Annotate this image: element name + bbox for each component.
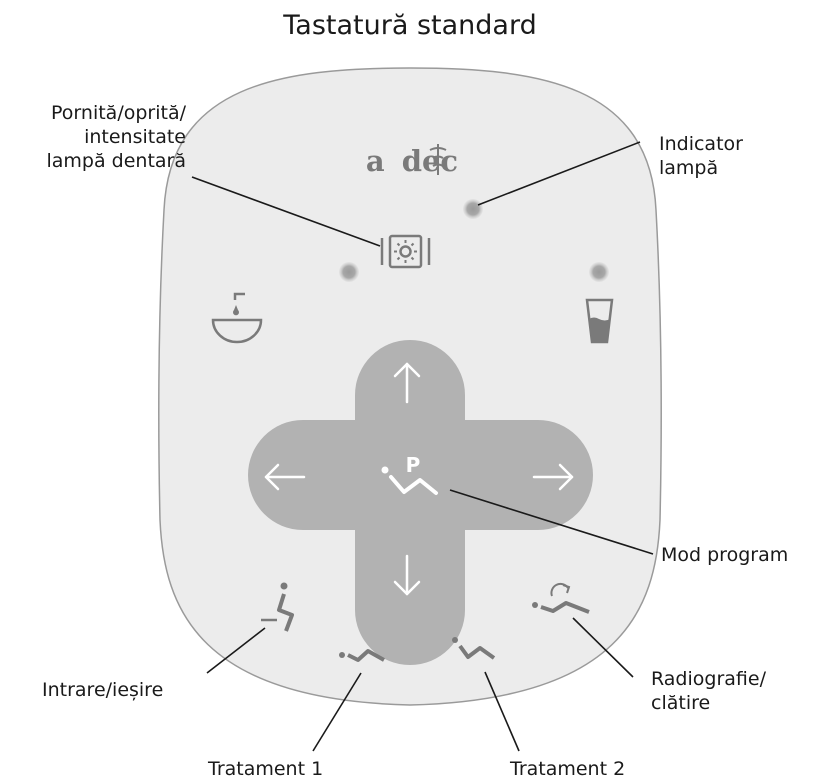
leader-lamp-power [191, 176, 381, 247]
xray-rinse-icon[interactable] [532, 582, 590, 614]
program-letter: P [406, 453, 421, 477]
right-indicator-led [589, 262, 609, 282]
program-mode-icon[interactable]: P [381, 453, 438, 495]
leader-entry-exit [206, 627, 266, 674]
caduceus-icon [429, 144, 447, 175]
leader-lamp-indicator [477, 141, 641, 206]
label-xray-rinse-line2: clătire [651, 692, 711, 714]
chair-control-cross [248, 340, 593, 665]
label-treatment1: Tratament 1 [208, 757, 323, 781]
label-entry-exit: Intrare/ieșire [42, 678, 163, 702]
leader-program-mode [449, 489, 654, 555]
label-lamp-power: Pornită/oprită/ intensitate lampă dentar… [0, 101, 186, 173]
cuspidor-icon[interactable] [211, 292, 263, 344]
label-program-mode-line1: Mod program [661, 544, 789, 566]
chair-down-arrow[interactable] [393, 554, 421, 596]
label-lamp-power-line1: Pornită/oprită/ [51, 102, 186, 124]
treatment2-icon[interactable] [452, 637, 496, 660]
label-program-mode: Mod program [661, 543, 788, 567]
left-indicator-led [339, 262, 359, 282]
label-lamp-indicator-line1: Indicator [659, 133, 743, 155]
chair-up-arrow[interactable] [393, 362, 421, 404]
label-treatment2: Tratament 2 [510, 757, 625, 781]
cup-fill-icon[interactable] [585, 298, 614, 344]
label-treatment1-line1: Tratament 1 [208, 758, 324, 780]
label-xray-rinse-line1: Radiografie/ [651, 668, 766, 690]
leader-xray-rinse [572, 617, 634, 678]
chair-right-arrow[interactable] [532, 463, 574, 491]
chair-left-arrow[interactable] [264, 463, 306, 491]
leader-treatment2 [484, 671, 520, 752]
label-entry-exit-line1: Intrare/ieșire [42, 679, 164, 701]
label-treatment2-line1: Tratament 2 [510, 758, 626, 780]
label-lamp-power-line2: intensitate [84, 126, 186, 148]
logo-left: a [366, 144, 385, 178]
label-lamp-indicator: Indicator lampă [659, 132, 743, 180]
label-lamp-power-line3: lampă dentară [46, 150, 186, 172]
label-lamp-indicator-line2: lampă [659, 157, 719, 179]
lamp-indicator-led [463, 199, 483, 219]
dental-light-icon[interactable] [380, 234, 431, 269]
label-xray-rinse: Radiografie/ clătire [651, 667, 766, 715]
entry-exit-icon[interactable] [261, 582, 294, 632]
diagram-title: Tastatură standard [283, 10, 537, 41]
leader-treatment1 [312, 672, 362, 752]
treatment1-icon[interactable] [339, 649, 385, 662]
